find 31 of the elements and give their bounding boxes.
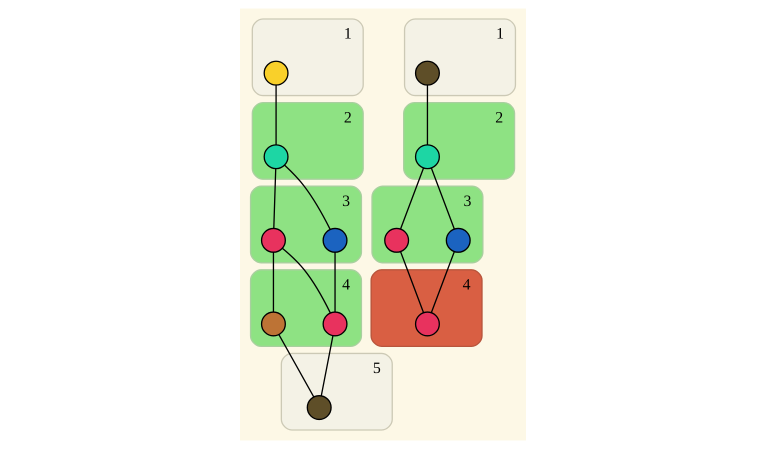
connector: [274, 85, 276, 145]
cluster: 1: [251, 18, 364, 96]
node-circle: [263, 60, 288, 86]
connector: [282, 248, 330, 313]
node-circle: [384, 228, 409, 253]
connector: [400, 168, 424, 230]
connector: [320, 336, 334, 396]
connector: [426, 85, 428, 145]
cluster: 5: [280, 352, 392, 431]
node-circle: [414, 60, 440, 86]
connector: [430, 168, 454, 230]
connector: [334, 252, 336, 312]
node-circle: [322, 311, 348, 336]
cluster: 3: [370, 186, 484, 264]
connector: [272, 168, 276, 228]
cluster: 2: [251, 102, 364, 180]
node-circle: [306, 395, 332, 420]
node-circle: [414, 311, 440, 336]
cluster: 2: [402, 102, 515, 180]
cluster: 4: [370, 269, 482, 348]
node-circle: [445, 228, 470, 253]
connector: [272, 252, 274, 312]
connector: [284, 164, 330, 230]
node-circle: [322, 228, 348, 253]
node-circle: [263, 144, 288, 170]
node-circle: [414, 144, 440, 170]
cluster: 1: [403, 18, 516, 96]
cluster: 3: [249, 186, 362, 264]
node-circle: [260, 311, 286, 336]
cluster: 4: [249, 269, 362, 348]
node-circle: [260, 228, 286, 253]
